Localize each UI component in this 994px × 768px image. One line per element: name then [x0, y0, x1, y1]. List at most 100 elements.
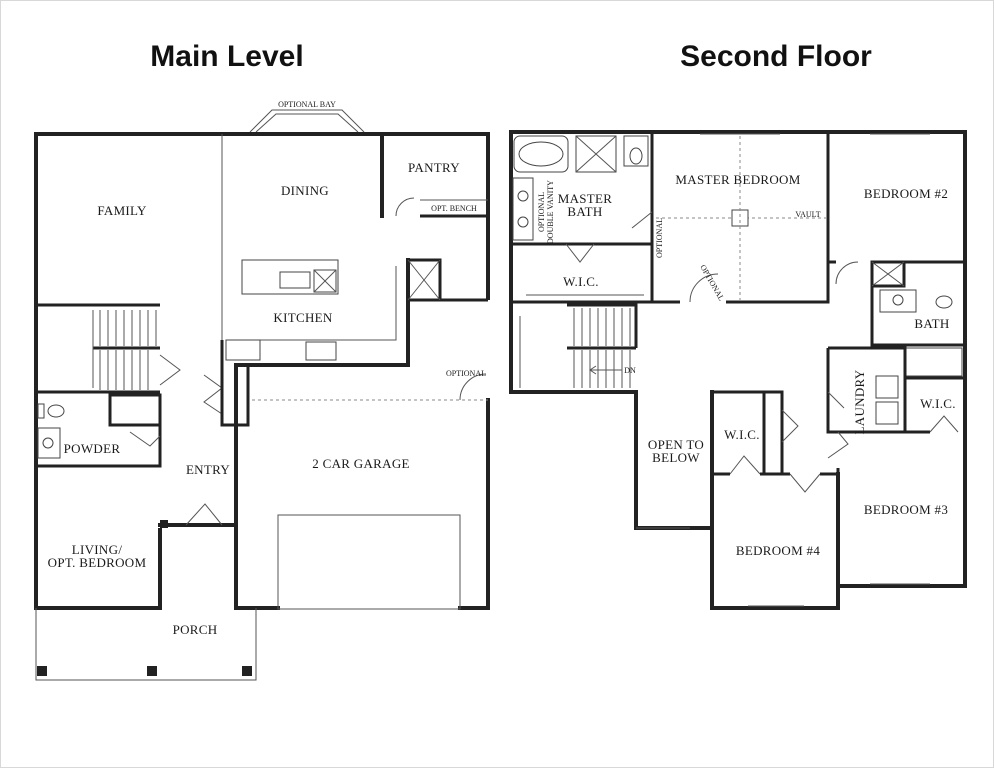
powder-sink [42, 437, 54, 449]
open-to-below-label-line1: OPEN TO [648, 437, 704, 452]
washer [875, 375, 899, 399]
bedroom4-walls [710, 390, 840, 610]
opt-bench-label: OPT. BENCH [431, 204, 477, 213]
optional-left-label: OPTIONAL [655, 218, 664, 258]
optional-double-vanity-label-line2: DOUBLE VANITY [546, 180, 555, 244]
hall-tub [905, 347, 963, 377]
kitchen-label: KITCHEN [273, 310, 332, 325]
entry-closet-walls [220, 340, 250, 427]
wic-right-door [929, 415, 959, 433]
bedroom4-door [789, 473, 821, 493]
hall-closet-door [781, 409, 799, 443]
powder-door [129, 431, 161, 447]
wic-door [565, 243, 595, 263]
master-bath-door [631, 211, 653, 229]
porch-outline [35, 608, 257, 681]
powder-label: POWDER [64, 441, 121, 456]
porch-column-3 [242, 666, 252, 676]
vanity-sink-1 [517, 190, 529, 202]
coat-closet-diagonal-2 [407, 259, 441, 301]
range [305, 341, 337, 361]
island-sink [279, 271, 311, 289]
hall-bath-walls [870, 286, 965, 347]
master-shower-diagonal-2 [575, 135, 617, 173]
garage-label: 2 CAR GARAGE [312, 456, 410, 471]
master-bath-label-line2: BATH [567, 204, 602, 219]
tub-basin [518, 141, 564, 167]
vault-label: VAULT [795, 210, 820, 219]
garage-optional-label: OPTIONAL [446, 369, 486, 378]
living-label-line2: OPT. BEDROOM [48, 555, 147, 570]
dining-label: DINING [281, 183, 329, 198]
exterior-wall-north-east [380, 132, 490, 300]
toilet-tank [37, 403, 45, 419]
bedroom2-door-swing [835, 261, 859, 285]
second-floor-plan: MASTER BEDROOM BEDROOM #2 MASTER BATH OP… [509, 130, 967, 610]
porch-label: PORCH [173, 622, 218, 637]
coat-closet [406, 258, 442, 302]
garage-south-east-wall [458, 398, 490, 610]
main-stairs [92, 310, 157, 390]
bedroom4-label: BEDROOM #4 [736, 543, 820, 558]
master-bedroom-label: MASTER BEDROOM [675, 172, 800, 187]
double-vanity [512, 177, 534, 241]
dn-label: DN [624, 366, 636, 375]
porch-column-2 [147, 666, 157, 676]
master-door-swing [689, 273, 719, 303]
optional-bay-inner [255, 113, 359, 133]
wic-right-label: W.I.C. [920, 396, 956, 411]
optional-double-vanity-label-line1: OPTIONAL [537, 192, 546, 232]
master-toilet [629, 147, 643, 165]
wic-mid-walls [712, 390, 784, 474]
optional-door-label: OPTIONAL [698, 263, 726, 302]
dn-arrow-head [589, 365, 597, 375]
upper-stair-wall [567, 303, 638, 348]
dryer [875, 401, 899, 425]
laundry-door [827, 391, 845, 409]
garage-kitchen-wall [234, 258, 410, 610]
master-bath-label-line1: MASTER [558, 191, 613, 206]
bedroom3-door [827, 431, 849, 459]
bedroom2-label: BEDROOM #2 [864, 186, 948, 201]
upper-stairs [573, 308, 631, 388]
powder-closet [108, 393, 162, 427]
ceiling-fan-marker [731, 209, 749, 227]
hall-bath-toilet [935, 295, 953, 309]
laundry-label: LAUNDRY [852, 369, 867, 434]
kitchen-counter [226, 266, 397, 341]
pantry-door-swing [395, 197, 415, 217]
refrigerator [225, 339, 261, 361]
family-label: FAMILY [97, 203, 147, 218]
bedroom3-label: BEDROOM #3 [864, 502, 948, 517]
linen-closet [870, 260, 906, 288]
optional-bay-label: OPTIONAL BAY [278, 100, 336, 109]
wic-master-label: W.I.C. [563, 274, 599, 289]
second-exterior-north-east [509, 130, 967, 588]
porch-column-entry [160, 520, 168, 528]
garage-optional-door [459, 373, 487, 401]
living-label-line1: LIVING/ [72, 542, 123, 557]
garage-door [277, 514, 461, 610]
hall-bath-sink [892, 294, 904, 306]
entry-closet-door [203, 374, 223, 415]
second-floor-heading: Second Floor [680, 40, 872, 73]
living-walls [34, 464, 162, 610]
linen-closet-diagonal-2 [871, 261, 905, 287]
optional-bay-outline [249, 109, 365, 133]
master-bed-south-east-wall [726, 132, 830, 304]
wic-mid-door [729, 455, 761, 475]
dishwasher-diagonal-2 [313, 269, 337, 293]
toilet-fixture [47, 404, 65, 418]
vanity-sink-2 [517, 216, 529, 228]
main-level-plan: OPTIONAL BAY [34, 100, 490, 681]
bath-label: BATH [914, 316, 949, 331]
pantry-label: PANTRY [408, 160, 460, 175]
open-to-below-label-line2: BELOW [652, 450, 700, 465]
entry-label: ENTRY [186, 462, 230, 477]
main-level-heading: Main Level [150, 40, 303, 73]
stair-closet-door [159, 354, 181, 386]
exterior-wall-north-west [34, 132, 384, 397]
front-door-swing [185, 503, 223, 526]
